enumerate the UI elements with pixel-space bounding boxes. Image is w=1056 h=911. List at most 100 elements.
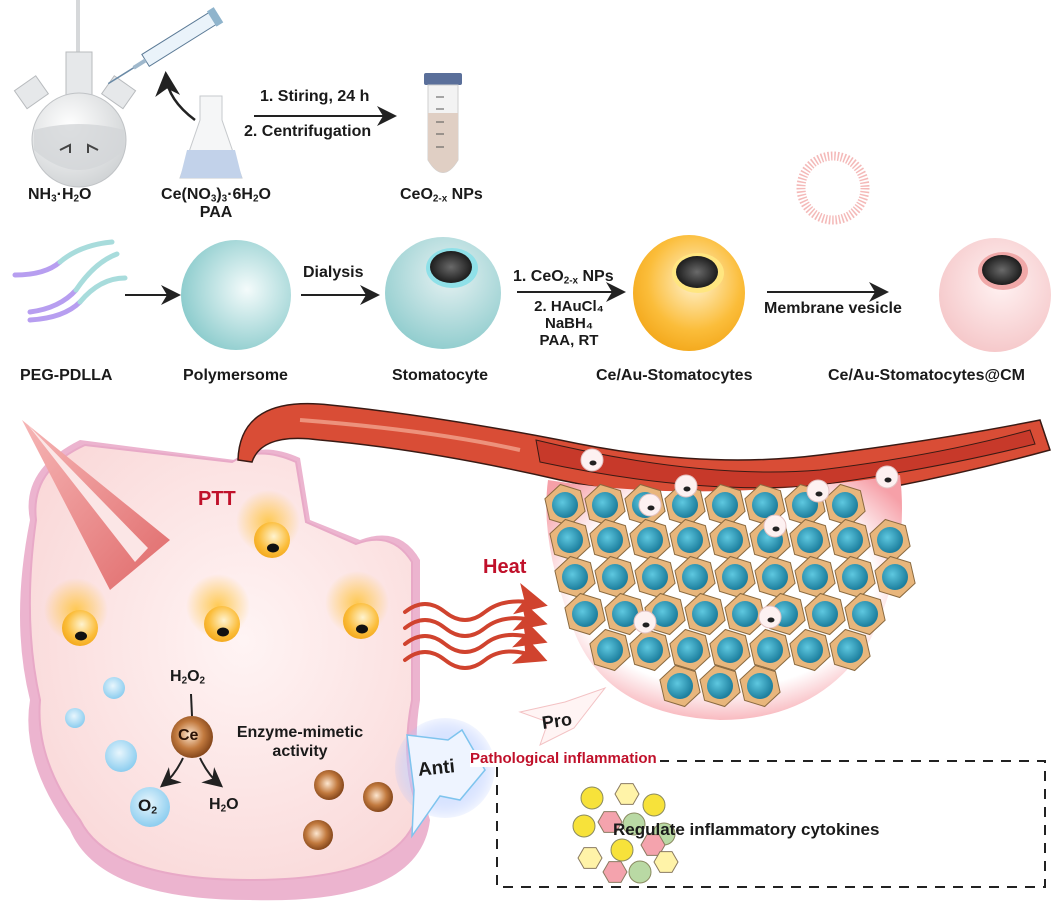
cytokine	[622, 812, 646, 836]
circulating-nanoparticles	[580, 448, 899, 634]
vessel-particle	[633, 610, 657, 634]
arrow-to-o2	[159, 757, 184, 788]
ce-au-stomatocytes-cm-label: Ce/Au-Stomatocytes@CM	[828, 367, 1025, 384]
ceo2-condition: 1. CeO2-x NPs	[513, 268, 614, 287]
vessel-particle	[674, 474, 698, 498]
cytokine	[642, 793, 666, 817]
ceo2-nps-label: CeO2-x NPs	[400, 186, 483, 205]
tumor-cell	[554, 555, 596, 599]
tumor-cell	[594, 555, 636, 599]
laser-beam	[22, 420, 170, 590]
ammonia-label: NH3·H2O	[28, 186, 92, 205]
tumor-cell	[669, 628, 711, 672]
ce-au-particle	[186, 574, 250, 642]
tumor-cell	[709, 518, 751, 562]
membrane-vesicle-label: Membrane vesicle	[764, 300, 902, 317]
stirring-step: 1. Stiring, 24 h	[260, 88, 370, 105]
tumor-cell	[789, 628, 831, 672]
ce-au-particle	[236, 490, 300, 558]
ce-label: Ce	[178, 727, 199, 744]
tumor-cell	[564, 592, 606, 636]
cytokine	[602, 861, 628, 883]
anti-arrow	[395, 718, 495, 839]
tumor-cell	[754, 555, 796, 599]
pathological-inflammation-label: Pathological inflammation	[470, 750, 660, 767]
tumor-cell	[589, 628, 631, 672]
tumor-cell	[749, 628, 791, 672]
cytokine	[572, 814, 596, 838]
tumor-cell	[589, 518, 631, 562]
vessel-particle	[758, 605, 782, 629]
paa-label: PAA	[199, 204, 233, 222]
ptt-label: PTT	[198, 488, 236, 510]
cytokine-cluster	[572, 783, 679, 884]
cytokine	[614, 783, 640, 805]
h2o-product-label: H2O	[209, 796, 239, 815]
o2-bubble	[105, 740, 137, 772]
tumor-cell	[544, 483, 586, 527]
polymersome	[181, 240, 291, 350]
h2o2-label: H2O2	[170, 668, 206, 687]
pro-label: Pro	[540, 709, 574, 733]
tumor-cell	[739, 664, 781, 708]
transfer-arrow	[155, 71, 196, 122]
cytokine	[653, 851, 679, 873]
o2-bubble	[103, 677, 125, 699]
vessel-particle	[806, 479, 830, 503]
tumor-cell	[664, 483, 706, 527]
cytokine	[628, 860, 652, 884]
tumor-cell	[834, 555, 876, 599]
tumor-cell	[844, 592, 886, 636]
tumor-cell	[794, 555, 836, 599]
cytokine	[577, 847, 603, 869]
ceria-particle	[303, 820, 333, 850]
o2-bubble	[65, 708, 85, 728]
gold-conditions: 2. HAuCl₄ NaBH₄ PAA, RT	[534, 298, 604, 349]
ce-au-particle	[44, 578, 108, 646]
tumor-cell	[659, 664, 701, 708]
tumor-cell	[829, 518, 871, 562]
erlenmeyer-flask	[179, 95, 243, 179]
ceria-center-particle	[171, 716, 213, 758]
tumor-cell	[869, 518, 911, 562]
tumor-cell	[699, 664, 741, 708]
tumor-cell	[789, 518, 831, 562]
polymersome-label: Polymersome	[183, 367, 288, 384]
enzyme-mimetic-label: Enzyme-mimetic activity	[236, 724, 364, 760]
tumor-cell	[714, 555, 756, 599]
tumor-cell	[634, 555, 676, 599]
arrow-to-h2o	[199, 757, 224, 788]
h2o2-bond	[190, 693, 193, 717]
tumor-cell	[549, 518, 591, 562]
stomatocyte	[385, 237, 501, 349]
cytokine	[610, 838, 634, 862]
tumor-cell	[704, 483, 746, 527]
membrane-vesicle	[796, 151, 870, 225]
tumor-cell	[724, 592, 766, 636]
pro-arrow	[518, 686, 607, 746]
dialysis-label: Dialysis	[303, 264, 364, 281]
o2-bubble	[130, 787, 170, 827]
ce-au-stomatocyte	[633, 235, 745, 351]
vessel-particle	[875, 465, 899, 489]
peg-pdlla-label: PEG-PDLLA	[20, 367, 113, 384]
tumor-cell	[684, 592, 726, 636]
tumor-cell	[584, 483, 626, 527]
tumor-cell	[629, 628, 671, 672]
tumor-cell	[674, 555, 716, 599]
ceria-particle	[314, 770, 344, 800]
inflammation-box	[496, 760, 1046, 888]
cerium-nitrate-label: Ce(NO3)3·6H2O PAA	[146, 186, 286, 222]
tumor-cell	[804, 592, 846, 636]
gold-nanoparticles	[44, 490, 389, 646]
cytokine	[597, 811, 623, 833]
ce-au-stomatocytes-label: Ce/Au-Stomatocytes	[596, 367, 753, 384]
cytokine	[580, 786, 604, 810]
cytokine-label: Regulate inflammatory cytokines	[613, 820, 880, 839]
ce-au-particle	[325, 571, 389, 639]
anti-label: Anti	[416, 756, 456, 781]
tumor-cell	[709, 628, 751, 672]
peg-pdlla-polymer-chains	[12, 239, 128, 323]
centrifuge-tube	[424, 73, 462, 173]
